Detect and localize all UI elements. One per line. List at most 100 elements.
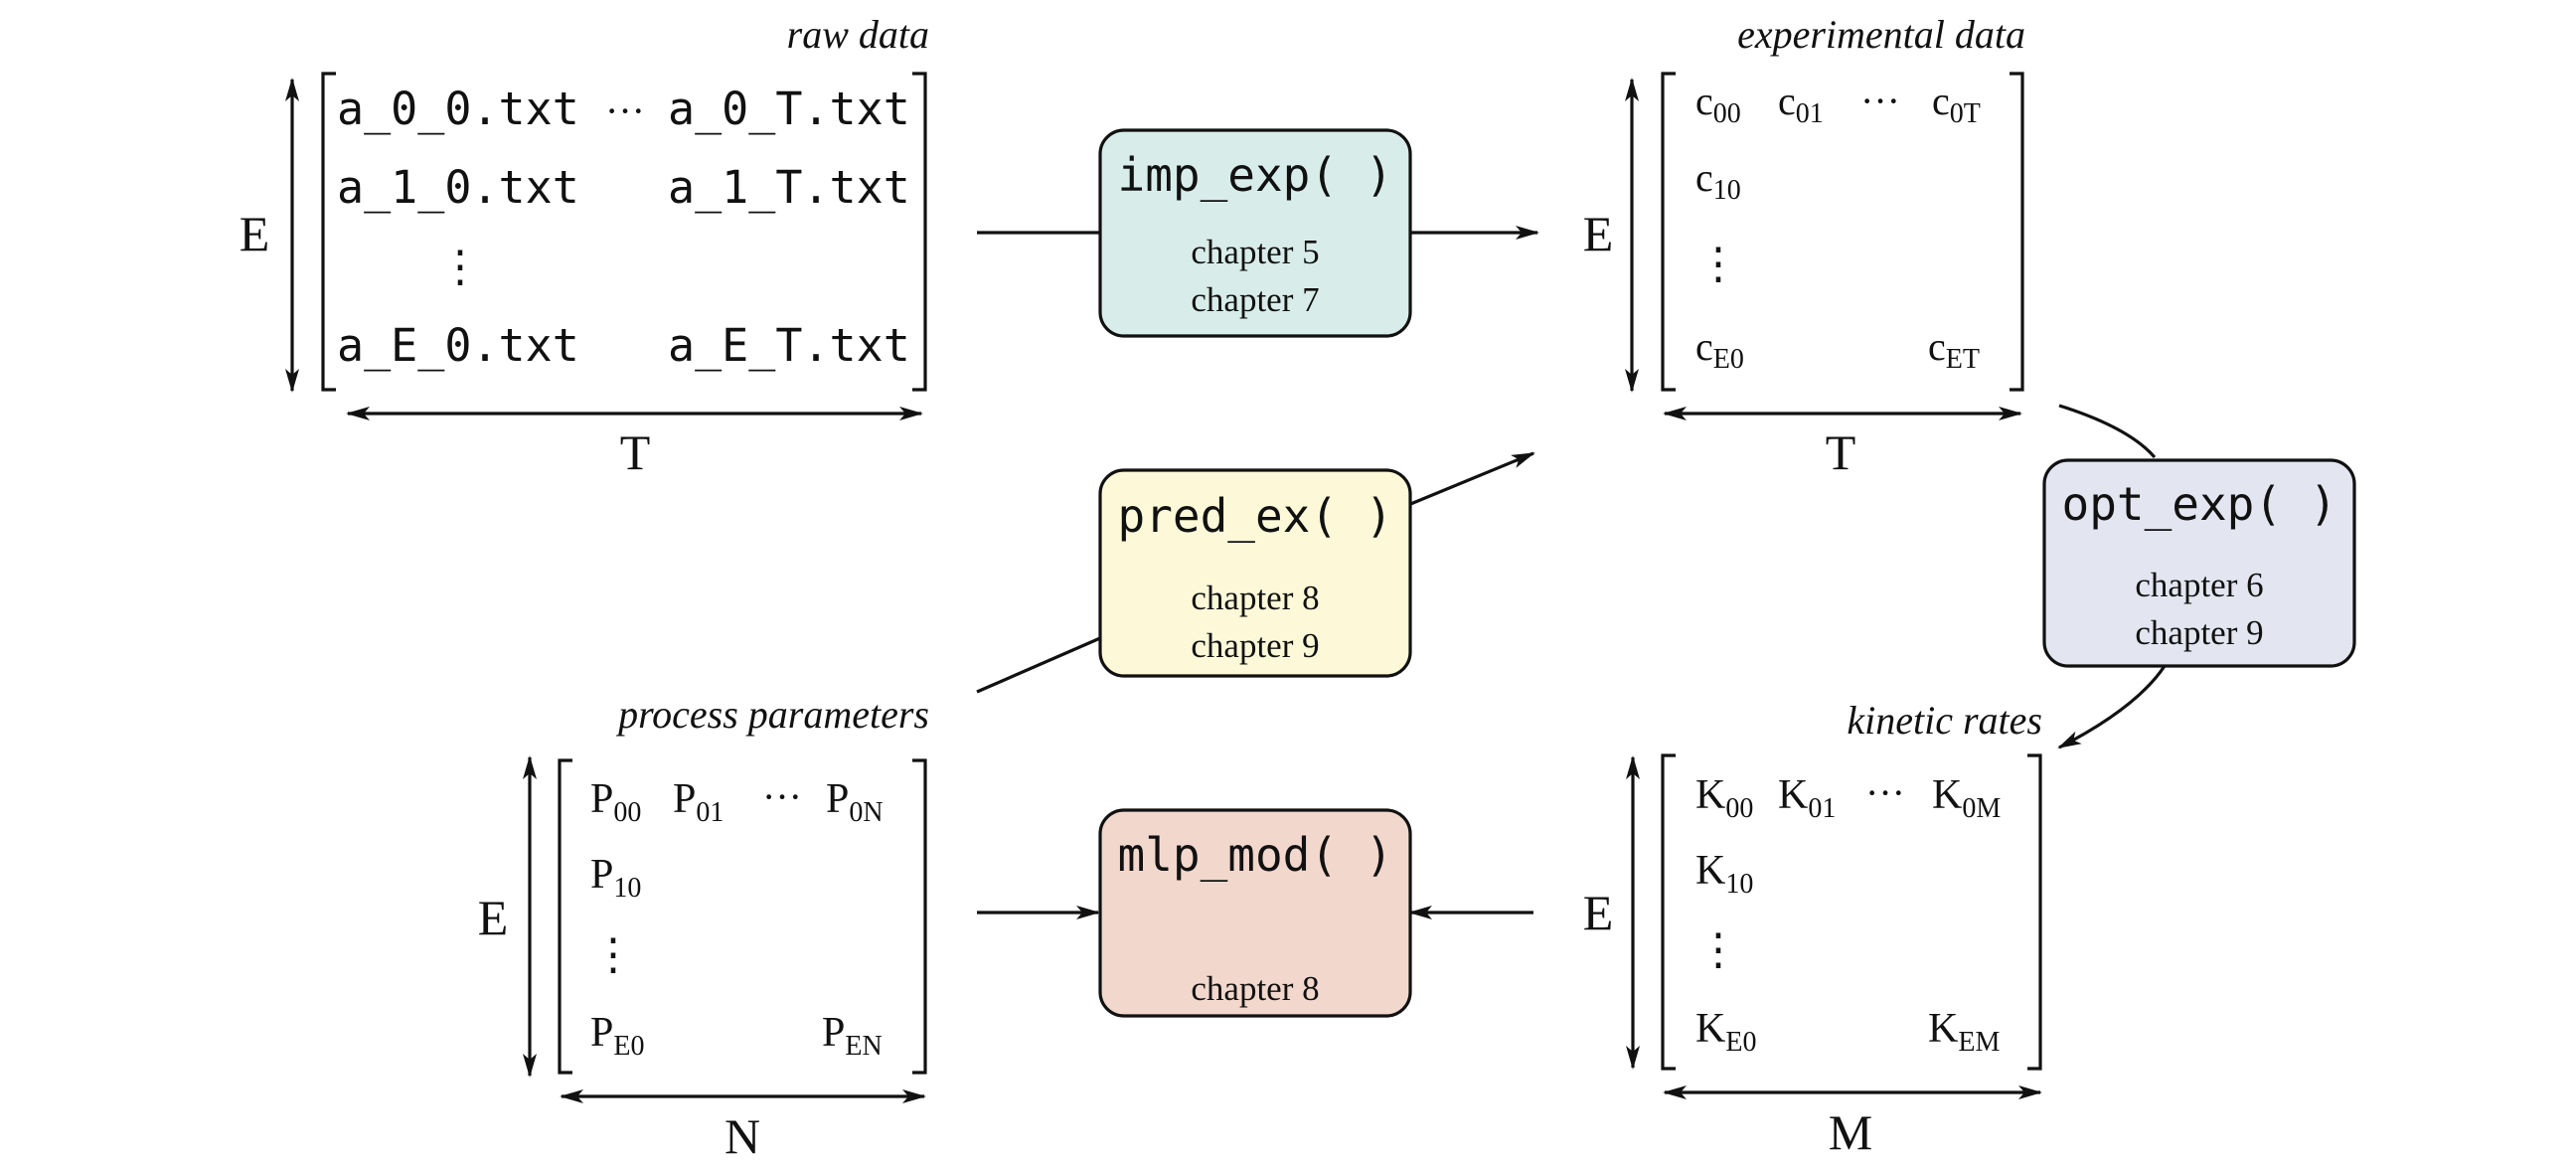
raw-cell-10: a_1_0.txt: [337, 161, 579, 214]
exp-cell-E0: cE0: [1695, 324, 1744, 375]
exp-cell-00: c00: [1695, 79, 1741, 129]
process-parameters-matrix: process parameters E P00 P01 ··· P0N P10…: [478, 692, 929, 1164]
kin-cell-10-sub: 10: [1725, 869, 1753, 900]
kin-cell-0M-sub: 0M: [1962, 793, 2001, 824]
exp-cell-ET: cET: [1928, 324, 1980, 375]
kin-cell-01-sub: 01: [1808, 793, 1836, 824]
exp-cell-00-base: c: [1695, 79, 1713, 123]
raw-data-matrix: raw data E a_0_0.txt ··· a_0_T.txt a_1_0…: [240, 12, 929, 480]
connectors: [976, 226, 2167, 919]
proc-hdots: ···: [762, 774, 802, 819]
imp-exp-chapter: chapter 7: [1191, 280, 1319, 319]
pred-ex-chapter: chapter 9: [1191, 626, 1319, 665]
proc-cell-EN-base: P: [822, 1010, 845, 1056]
kin-cell-10-base: K: [1695, 848, 1725, 894]
kin-cell-0M: K0M: [1932, 772, 2001, 824]
raw-t-label: T: [620, 424, 651, 480]
kin-cell-00-base: K: [1695, 772, 1725, 818]
experimental-data-label: experimental data: [1737, 12, 2025, 57]
exp-cell-E0-base: c: [1695, 324, 1713, 369]
imp-exp-box[interactable]: imp_exp( ) chapter 5 chapter 7: [1098, 128, 1412, 338]
kin-cell-E0-base: K: [1695, 1006, 1725, 1052]
raw-cell-00: a_0_0.txt: [337, 83, 579, 135]
kin-cell-EM-base: K: [1928, 1006, 1958, 1052]
proc-cell-E0: PE0: [590, 1010, 644, 1062]
exp-cell-01-sub: 01: [1796, 98, 1824, 129]
proc-right-bracket: [912, 758, 927, 1075]
opt-exp-title: opt_exp( ): [2062, 477, 2337, 531]
opt-exp-box[interactable]: opt_exp( ) chapter 6 chapter 9: [2042, 458, 2356, 668]
pred-ex-box[interactable]: pred_ex( ) chapter 8 chapter 9: [1098, 468, 1412, 678]
kin-cell-01-base: K: [1778, 772, 1808, 818]
raw-cell-E0: a_E_0.txt: [337, 319, 579, 372]
exp-cell-ET-sub: ET: [1946, 344, 1980, 375]
proc-cell-10-base: P: [590, 852, 613, 898]
kin-right-bracket: [2027, 753, 2042, 1071]
pred-ex-title: pred_ex( ): [1118, 489, 1393, 543]
proc-cell-01-sub: 01: [696, 797, 724, 828]
exp-cell-01-base: c: [1778, 79, 1796, 123]
proc-cell-01: P01: [673, 776, 724, 828]
exp-cell-10-sub: 10: [1713, 175, 1741, 206]
exp-vdots: ⋮: [1696, 240, 1740, 288]
exp-to-opt-line: [2058, 404, 2157, 459]
kinetic-rates-label: kinetic rates: [1847, 698, 2042, 743]
proc-cell-EN-sub: EN: [845, 1031, 882, 1062]
mlp-mod-box[interactable]: mlp_mod( ) chapter 8: [1098, 808, 1412, 1018]
mlp-mod-chapter: chapter 8: [1191, 969, 1319, 1008]
proc-cell-10-sub: 10: [613, 873, 641, 904]
exp-cell-01: c01: [1778, 79, 1824, 129]
raw-hdots: ···: [605, 88, 645, 133]
exp-cell-0T-sub: 0T: [1950, 98, 1981, 129]
kin-cell-00-sub: 00: [1725, 793, 1753, 824]
pred-ex-box-bg: [1098, 468, 1412, 678]
imp-exp-title: imp_exp( ): [1118, 148, 1393, 202]
proc-cell-0N-sub: 0N: [849, 797, 883, 828]
proc-cell-E0-base: P: [590, 1010, 613, 1056]
proc-cell-00: P00: [590, 776, 641, 828]
kin-vdots: ⋮: [1696, 925, 1740, 974]
kinetic-rates-matrix: kinetic rates E K00 K01 ··· K0M K10 ⋮ KE…: [1583, 698, 2042, 1160]
proc-vdots: ⋮: [591, 930, 635, 979]
raw-e-label: E: [240, 206, 270, 261]
proc-to-pred-line: [976, 636, 1101, 694]
imp-exp-box-bg: [1098, 128, 1412, 338]
exp-cell-0T-base: c: [1932, 79, 1950, 123]
proc-cell-00-base: P: [590, 776, 613, 822]
mlp-mod-box-bg: [1098, 808, 1412, 1018]
opt-exp-box-bg: [2042, 458, 2356, 668]
opt-exp-chapter: chapter 9: [2135, 613, 2263, 652]
raw-cell-1T: a_1_T.txt: [668, 161, 910, 214]
kin-cell-E0: KE0: [1695, 1006, 1756, 1058]
experimental-data-matrix: experimental data E c00 c01 ··· c0T c10 …: [1583, 12, 2025, 480]
proc-cell-0N-base: P: [826, 776, 849, 822]
pred-ex-chapter: chapter 8: [1191, 579, 1319, 617]
kin-cell-E0-sub: E0: [1725, 1027, 1756, 1058]
proc-cell-00-sub: 00: [613, 797, 641, 828]
raw-left-bracket: [321, 72, 336, 392]
raw-cell-ET: a_E_T.txt: [668, 319, 910, 372]
exp-cell-ET-base: c: [1928, 324, 1946, 369]
proc-e-label: E: [478, 890, 509, 945]
exp-cell-10: c10: [1695, 155, 1741, 206]
pred-to-exp-arrow: [1407, 451, 1535, 507]
imp-exp-chapter: chapter 5: [1191, 233, 1319, 271]
raw-right-bracket: [912, 72, 927, 392]
raw-data-label: raw data: [787, 12, 929, 57]
kin-hdots: ···: [1865, 770, 1905, 815]
kin-cell-01: K01: [1778, 772, 1836, 824]
exp-cell-10-base: c: [1695, 155, 1713, 200]
opt-exp-chapter: chapter 6: [2135, 566, 2263, 604]
proc-cell-0N: P0N: [826, 776, 884, 828]
process-parameters-label: process parameters: [615, 692, 929, 737]
raw-vdots: ⋮: [438, 243, 482, 291]
proc-n-label: N: [724, 1108, 760, 1164]
exp-e-label: E: [1583, 206, 1614, 261]
kin-cell-10: K10: [1695, 848, 1753, 900]
exp-t-label: T: [1826, 424, 1856, 480]
raw-cell-0T: a_0_T.txt: [668, 83, 910, 135]
proc-cell-E0-sub: E0: [613, 1031, 644, 1062]
exp-cell-00-sub: 00: [1713, 98, 1741, 129]
exp-cell-0T: c0T: [1932, 79, 1981, 129]
